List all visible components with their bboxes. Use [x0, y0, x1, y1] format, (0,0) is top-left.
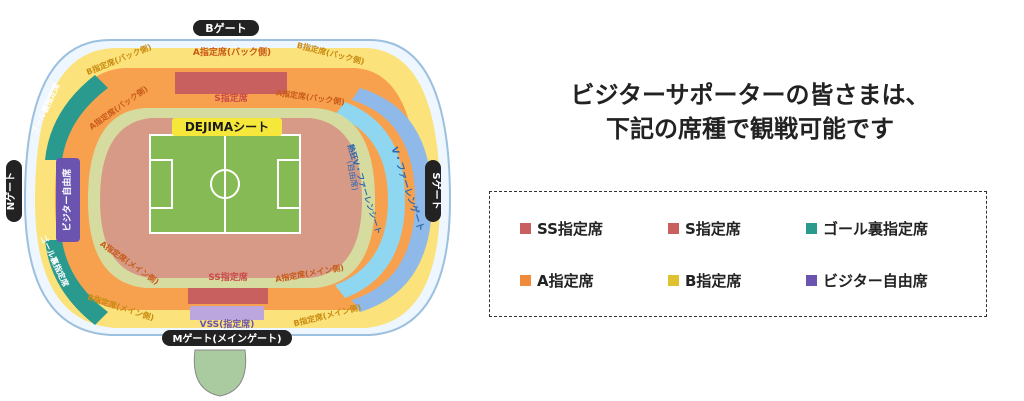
seat-legend: SS指定席 S指定席 ゴール裏指定席 A指定席 B指定席 ビジター自由席: [489, 191, 987, 317]
stadium-map: DEJIMAシート Bゲート Sゲート Nゲート Mゲート(メインゲート) A指…: [4, 20, 452, 397]
center-circle: [210, 169, 240, 199]
plaza: [193, 349, 247, 397]
legend-label-a: A指定席: [537, 272, 594, 290]
legend-label-goal: ゴール裏指定席: [823, 220, 929, 238]
dejima-badge: [172, 118, 282, 136]
m-gate-label: Mゲート(メインゲート): [172, 332, 281, 345]
legend-swatch-a: [520, 275, 531, 286]
dejima-label: DEJIMAシート: [185, 120, 269, 134]
legend-label-s: S指定席: [685, 220, 741, 238]
penalty-area-left: [149, 159, 173, 209]
s-seat-zone: [175, 72, 287, 94]
legend-item-visitor: ビジター自由席: [806, 270, 928, 291]
vss-zone: [190, 306, 264, 320]
vfarren-inner-zone: [335, 102, 405, 298]
vfarren-outer-zone: [352, 88, 432, 312]
legend-item-s: S指定席: [668, 218, 741, 239]
m-gate-badge: [162, 330, 292, 346]
legend-swatch-visitor: [806, 275, 817, 286]
b-gate-label: Bゲート: [205, 21, 246, 35]
legend-swatch-s: [668, 223, 679, 234]
goal-seat-north-zone: [45, 75, 108, 160]
ss-seat-zone: [188, 284, 268, 304]
ss-main-label: SS指定席: [208, 271, 248, 283]
legend-label-ss: SS指定席: [537, 220, 603, 238]
heading-line-1: ビジターサポーターの皆さまは、: [570, 81, 930, 109]
goal-seat-south-zone: [45, 240, 108, 325]
vss-label: VSS(指定席): [200, 318, 255, 330]
n-gate-label: Nゲート: [4, 172, 17, 210]
legend-item-goal: ゴール裏指定席: [806, 218, 928, 239]
s-back-label: S指定席: [214, 92, 247, 104]
legend-swatch-b: [668, 275, 679, 286]
penalty-area-right: [277, 159, 301, 209]
heading-line-2: 下記の席種で観戦可能です: [606, 115, 894, 143]
info-heading: ビジターサポーターの皆さまは、 下記の席種で観戦可能です: [500, 78, 1000, 146]
s-gate-badge: [425, 160, 441, 222]
legend-swatch-ss: [520, 223, 531, 234]
legend-label-b: B指定席: [685, 272, 742, 290]
legend-label-visitor: ビジター自由席: [823, 272, 928, 290]
n-gate-badge: [6, 160, 22, 222]
s-gate-label: Sゲート: [430, 172, 443, 209]
visitor-label: ビジター自由席: [61, 169, 73, 232]
visitor-free-zone: [56, 158, 80, 242]
b-gate-badge: [193, 20, 259, 36]
legend-item-ss: SS指定席: [520, 218, 603, 239]
a-back-label: A指定席(バック側): [193, 46, 271, 58]
legend-swatch-goal: [806, 223, 817, 234]
legend-item-b: B指定席: [668, 270, 741, 291]
legend-item-a: A指定席: [520, 270, 594, 291]
